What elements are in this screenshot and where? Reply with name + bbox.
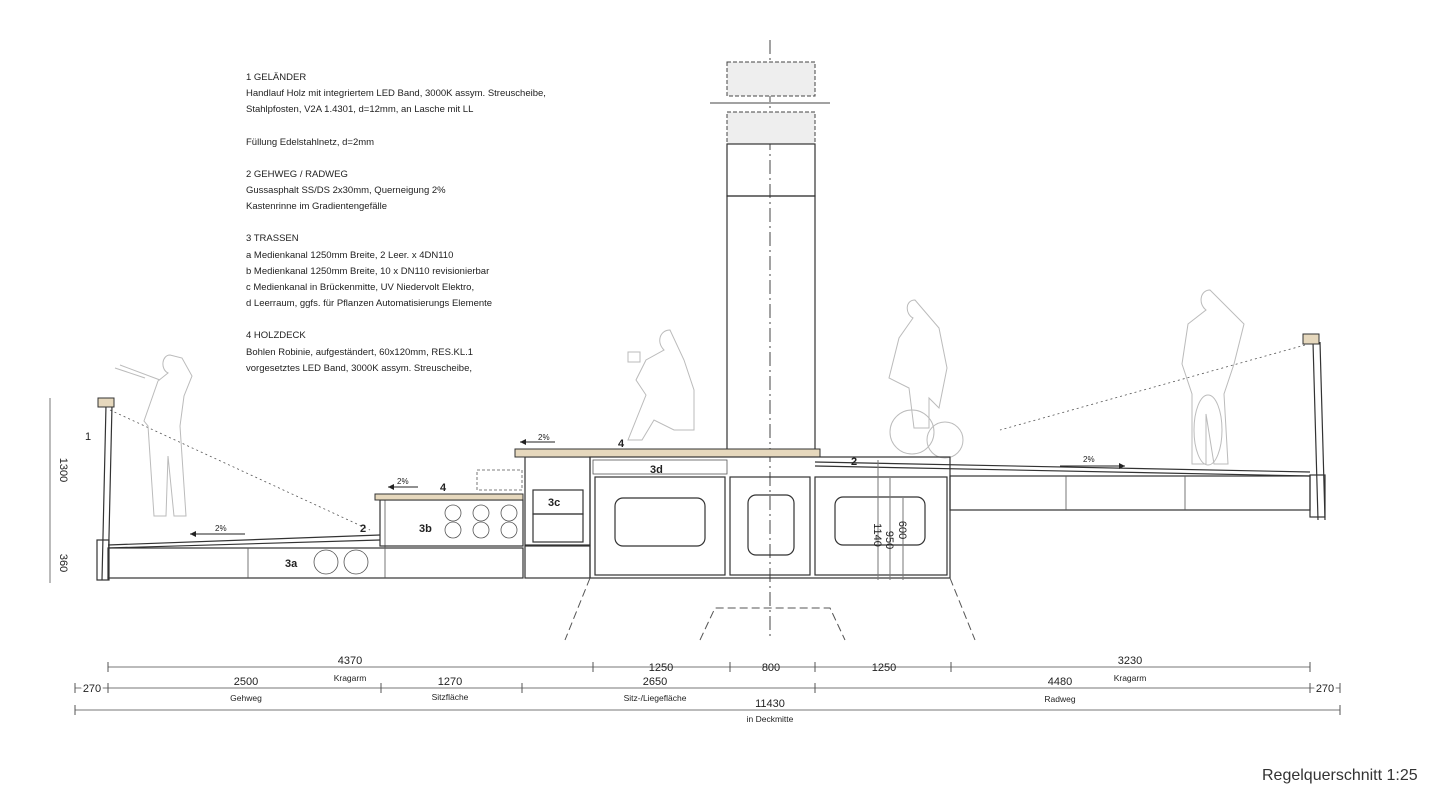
people-sketches — [114, 289, 1245, 517]
note-3-line: d Leerraum, ggfs. für Pflanzen Automatis… — [246, 298, 493, 310]
dim-value: 270 — [1316, 683, 1334, 695]
dim-value: 1250 — [872, 662, 896, 674]
label-1: 1 — [85, 431, 91, 443]
note-3-line: c Medienkanal in Brückenmitte, UV Nieder… — [246, 282, 475, 294]
pylon — [710, 61, 830, 451]
dimension-chains: 4370 Kragarm 1250 800 1250 3230 Kragarm … — [74, 655, 1341, 724]
dim-value: 1250 — [649, 662, 673, 674]
dim-caption: Sitzfläche — [432, 692, 469, 702]
dim-caption: Gehweg — [230, 693, 262, 703]
dim-caption: Kragarm — [1114, 673, 1147, 683]
dim-value: 270 — [83, 683, 101, 695]
dim-1140: 1140 — [871, 523, 883, 547]
seat-board-low — [374, 493, 524, 501]
dim-caption: in Deckmitte — [747, 714, 794, 724]
note-1-line: Handlauf Holz mit integriertem LED Band,… — [246, 88, 546, 100]
right-deck — [814, 461, 1311, 511]
note-4-line: vorgesetztes LED Band, 3000K assym. Stre… — [246, 362, 473, 374]
slope-label: 2% — [1083, 455, 1095, 464]
note-3-title: 3 TRASSEN — [246, 233, 299, 245]
dim-950: 950 — [883, 531, 895, 549]
dim-360: 360 — [57, 554, 69, 572]
label-3d: 3d — [650, 464, 663, 476]
note-3-line: a Medienkanal 1250mm Breite, 2 Leer. x 4… — [246, 249, 454, 261]
dim-value: 11430 — [755, 698, 785, 710]
slope-label: 2% — [538, 433, 550, 442]
central-box-girder — [589, 456, 951, 579]
note-2-line: Gussasphalt SS/DS 2x30mm, Querneigung 2% — [246, 185, 446, 197]
note-3-line: b Medienkanal 1250mm Breite, 10 x DN110 … — [246, 265, 490, 277]
note-1-title: 1 GELÄNDER — [246, 72, 307, 83]
seat-board-high — [514, 448, 821, 458]
dim-caption: Radweg — [1044, 694, 1075, 704]
dim-caption: Kragarm — [334, 673, 367, 683]
dim-value: 2500 — [234, 676, 258, 688]
dim-1300: 1300 — [57, 458, 69, 482]
right-railing — [1302, 333, 1326, 521]
label-3b: 3b — [419, 523, 432, 535]
material-legend: 1 GELÄNDER Handlauf Holz mit integrierte… — [246, 70, 546, 377]
dim-value: 4370 — [338, 655, 362, 667]
label-2: 2 — [851, 456, 857, 468]
left-railing — [96, 397, 115, 581]
pier-outline — [564, 577, 976, 641]
label-4: 4 — [440, 482, 447, 494]
slope-label: 2% — [215, 524, 227, 533]
label-2: 2 — [360, 523, 366, 535]
dim-value: 800 — [762, 662, 780, 674]
note-2-line: Kastenrinne im Gradientengefälle — [246, 201, 388, 213]
dim-value: 1270 — [438, 676, 462, 688]
note-1-line: Füllung Edelstahlnetz, d=2mm — [246, 136, 375, 148]
label-3c: 3c — [548, 497, 560, 509]
dim-value: 2650 — [643, 676, 667, 688]
dim-600: 600 — [896, 521, 908, 539]
note-4-title: 4 HOLZDECK — [246, 330, 306, 342]
note-1-line: Stahlpfosten, V2A 1.4301, d=12mm, an Las… — [246, 104, 474, 116]
label-3a: 3a — [285, 558, 298, 570]
dim-value: 4480 — [1048, 676, 1072, 688]
dim-value: 3230 — [1118, 655, 1142, 667]
left-deck — [107, 456, 591, 579]
slope-label: 2% — [397, 477, 409, 486]
label-4: 4 — [618, 438, 625, 450]
dim-caption: Sitz-/Liegefläche — [624, 693, 687, 703]
note-2-title: 2 GEHWEG / RADWEG — [246, 168, 348, 180]
drawing-title: Regelquerschnitt 1:25 — [1262, 767, 1418, 784]
note-4-line: Bohlen Robinie, aufgeständert, 60x120mm,… — [246, 346, 474, 358]
